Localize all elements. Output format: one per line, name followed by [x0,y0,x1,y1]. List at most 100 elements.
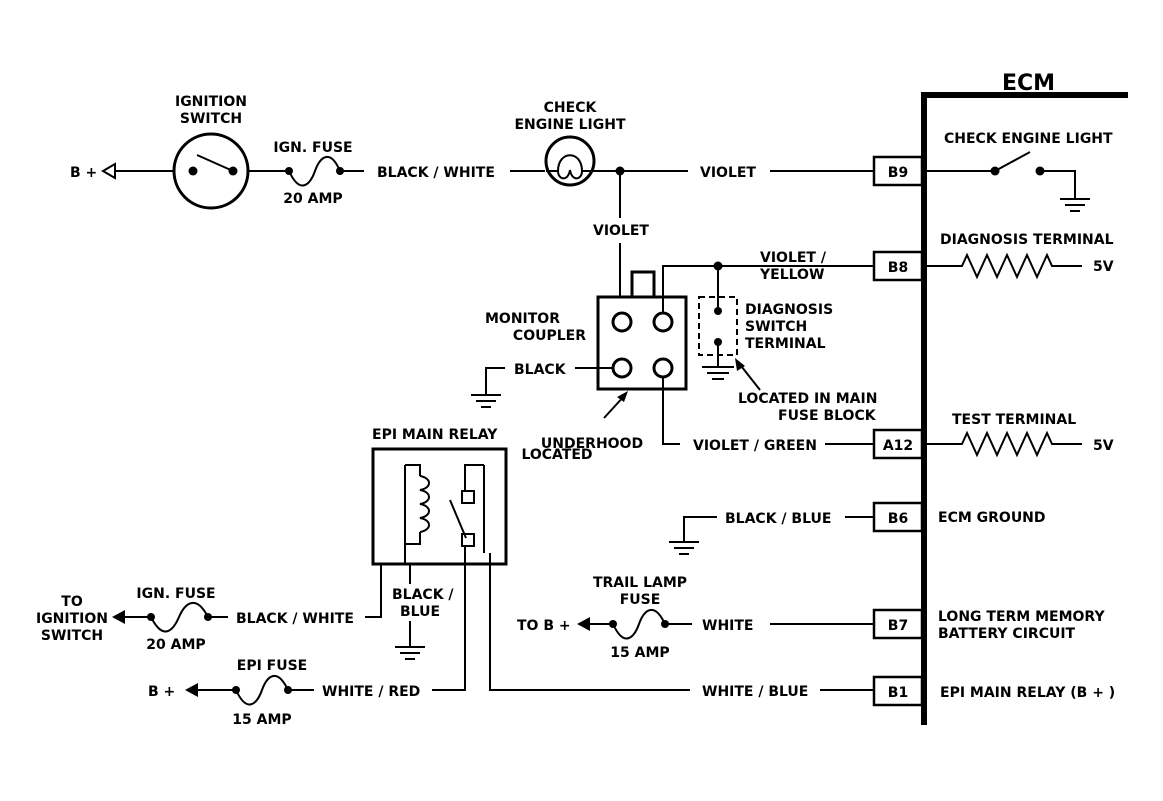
arrow-left-icon [112,610,125,624]
ecm-title: ECM [1002,71,1055,96]
located-main-fuse-block-2: FUSE BLOCK [778,408,877,424]
monitor-coupler-label-2: COUPLER [513,328,586,344]
to-ignition-switch-3: SWITCH [41,628,103,644]
ignition-switch: IGNITION SWITCH [172,94,250,210]
fuse-icon [612,609,666,640]
ecm-test-terminal-circuit: TEST TERMINAL 5V [924,412,1114,458]
diagnosis-switch-label-2: SWITCH [745,319,807,335]
ignition-switch-label-2: SWITCH [180,111,242,127]
ecm-diagnosis-terminal-label: DIAGNOSIS TERMINAL [940,232,1114,248]
pin-label-b1: B1 [888,685,908,701]
ecm-pin-b7: B7 [872,608,924,640]
epi-main-relay: EPI MAIN RELAY [371,427,508,566]
monitor-coupler: MONITOR COUPLER LOCATED UNDERHOOD [485,270,688,463]
ign-fuse-top-rating: 20 AMP [283,191,342,207]
trail-lamp-circuit: WHITE TRAIL LAMP FUSE 15 AMP TO B + [517,575,874,661]
fuse-icon [288,156,341,187]
ecm-test-terminal-label: TEST TERMINAL [952,412,1076,428]
epi-fuse-circuit: WHITE / RED EPI FUSE 15 AMP B + [148,546,466,728]
wire-white: WHITE [702,618,753,634]
ecm-diagnosis-terminal-circuit: DIAGNOSIS TERMINAL 5V [924,232,1114,280]
to-ignition-switch-2: IGNITION [36,611,108,627]
ecm-diagnosis-voltage: 5V [1093,259,1114,275]
resistor-icon [924,252,1082,280]
arrow-left-icon [577,617,590,631]
ign-fuse-top: IGN. FUSE 20 AMP [273,140,352,207]
diagnosis-switch-terminal: DIAGNOSIS SWITCH TERMINAL LOCATED IN MAI… [698,266,877,424]
ign-fuse-bottom-name: IGN. FUSE [136,586,215,602]
wire-violet-top: VIOLET [700,165,756,181]
pin-label-a12: A12 [883,438,913,454]
coupler-black-ground: BLACK [471,362,613,408]
ecm-pin-a12: A12 [872,428,924,460]
trail-lamp-fuse-rating: 15 AMP [610,645,669,661]
arrow-icon [735,358,745,371]
ecm-long-term-memory-label-2: BATTERY CIRCUIT [938,626,1076,642]
wire-black-white-top: BLACK / WHITE [377,165,495,181]
ecm-ground-label: ECM GROUND [938,510,1046,526]
check-engine-light-label-1: CHECK [544,100,598,116]
top-circuit: B + IGNITION SWITCH IGN. FUSE 20 AMP BLA… [70,94,874,314]
wire-white-red: WHITE / RED [322,684,420,700]
pin-label-b7: B7 [888,618,908,634]
ecm-long-term-memory-label-1: LONG TERM MEMORY [938,609,1105,625]
ecm-check-engine-light-label: CHECK ENGINE LIGHT [944,131,1113,147]
bulb-icon [544,135,596,187]
ign-fuse-bottom: IGN. FUSE 20 AMP [136,586,215,653]
ecm-pin-b8: B8 [872,250,924,282]
located-underhood-label-1: LOCATED [521,447,592,463]
ign-fuse-bottom-rating: 20 AMP [146,637,205,653]
resistor-icon [924,430,1082,458]
epi-fuse-name: EPI FUSE [237,658,308,674]
b-plus-bottom-label: B + [148,684,175,700]
located-underhood-label-2: UNDERHOOD [541,436,643,452]
ecm-epi-main-relay-label: EPI MAIN RELAY (B + ) [940,685,1115,701]
ign-fuse-top-name: IGN. FUSE [273,140,352,156]
epi-fuse-rating: 15 AMP [232,712,291,728]
b-plus-top-label: B + [70,165,97,181]
ground-icon [471,394,501,408]
wire-violet-green: VIOLET / GREEN [693,438,817,454]
to-b-plus-label: TO B + [517,618,571,634]
trail-lamp-fuse-name-2: FUSE [620,592,661,608]
wire-black-blue-relay-2: BLUE [400,604,440,620]
wire-black-coupler: BLACK [514,362,567,378]
ecm-test-voltage: 5V [1093,438,1114,454]
fuse-icon [150,602,209,633]
ecm-pin-b9: B9 [872,155,924,187]
violet-yellow-wire: VIOLET / YELLOW [662,250,874,313]
arrow-icon [617,391,628,402]
ground-icon [395,646,425,660]
white-blue-wire: WHITE / BLUE [489,553,874,700]
ignition-switch-label-1: IGNITION [175,94,247,110]
trail-lamp-fuse-name-1: TRAIL LAMP [593,575,687,591]
diagnosis-switch-label-3: TERMINAL [745,336,826,352]
arrow-left-icon [101,162,116,180]
located-main-fuse-block-1: LOCATED IN MAIN [738,391,877,407]
ecm-pin-b1: B1 [872,675,924,707]
violet-green-wire: VIOLET / GREEN [662,377,874,454]
fuse-icon [235,675,289,706]
wire-violet-drop: VIOLET [593,223,649,239]
check-engine-light-label-2: ENGINE LIGHT [514,117,625,133]
epi-main-relay-label: EPI MAIN RELAY [372,427,498,443]
trail-lamp-fuse: TRAIL LAMP FUSE 15 AMP [593,575,687,661]
wire-white-blue: WHITE / BLUE [702,684,808,700]
wire-black-white-bottom: BLACK / WHITE [236,611,354,627]
check-engine-light: CHECK ENGINE LIGHT [514,100,626,187]
ground-icon [669,541,699,555]
wire-violet-yellow-1: VIOLET / [760,250,827,266]
coupler-tab [630,270,656,299]
wire-black-blue-relay-1: BLACK / [392,587,454,603]
diagnosis-switch-label-1: DIAGNOSIS [745,302,833,318]
relay-black-blue-ground: BLACK / BLUE [392,564,454,660]
ecm-ground-wire: BLACK / BLUE [669,511,874,555]
pin-label-b6: B6 [888,511,908,527]
bottom-ign-circuit: BLACK / WHITE IGN. FUSE 20 AMP TO IGNITI… [36,564,382,653]
ecm-outline [921,92,1128,725]
ecm-block: ECM [921,71,1128,725]
coil-icon [419,475,430,533]
ecm-pin-b6: B6 [872,501,924,533]
pin-label-b8: B8 [888,260,908,276]
